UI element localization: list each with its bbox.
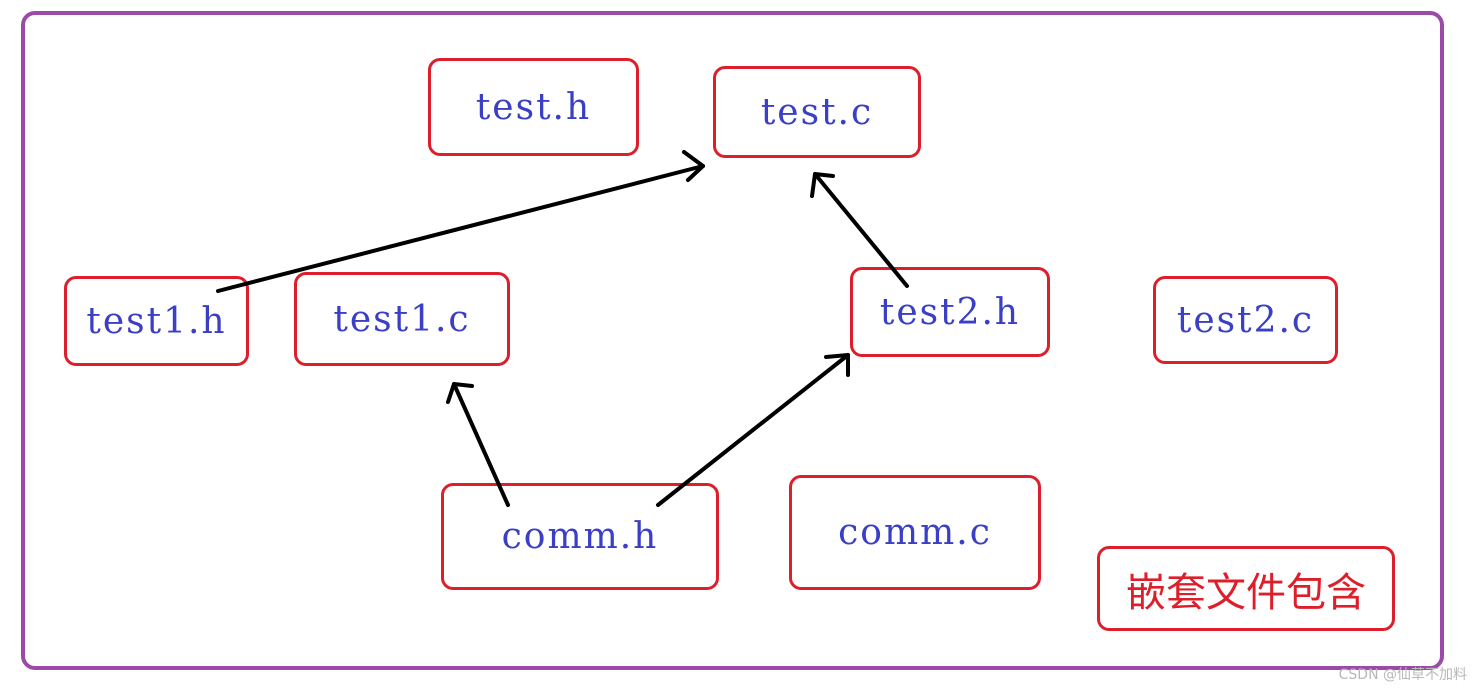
node-test1-h: test1.h: [64, 276, 249, 366]
node-comm-c: comm.c: [789, 475, 1041, 590]
diagram-frame: [21, 11, 1444, 670]
diagram-title: 嵌套文件包含: [1097, 546, 1395, 631]
node-test-h: test.h: [428, 58, 639, 156]
watermark: CSDN @仙草不加料: [1338, 667, 1467, 683]
node-test2-c: test2.c: [1153, 276, 1338, 364]
node-comm-h: comm.h: [441, 483, 719, 590]
node-test-c: test.c: [713, 66, 921, 158]
node-test2-h: test2.h: [850, 267, 1050, 357]
node-test1-c: test1.c: [294, 272, 510, 366]
